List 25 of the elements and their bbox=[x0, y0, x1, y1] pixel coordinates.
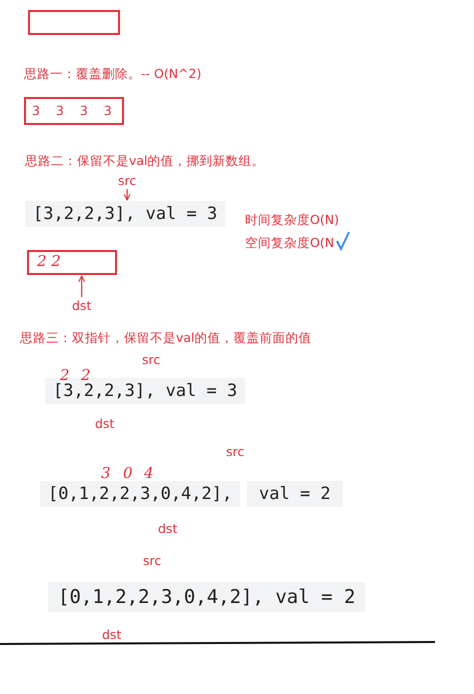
code-snippet: [0,1,2,2,3,0,4,2], bbox=[40, 481, 240, 507]
pointer-label: dst bbox=[72, 298, 92, 313]
pointer-label: dst bbox=[102, 627, 122, 642]
pointer-label: dst bbox=[95, 416, 114, 431]
note: 时间复杂度O(N) bbox=[245, 212, 339, 229]
handwritten-digit: 0 bbox=[123, 464, 133, 482]
empty-box bbox=[28, 10, 120, 35]
heading: 思路二：保留不是val的值，挪到新数组。 bbox=[25, 153, 265, 170]
array-box: 3 3 3 3 bbox=[24, 97, 124, 125]
pointer-label: src bbox=[143, 553, 162, 568]
handwritten-digit: 3 bbox=[101, 464, 111, 482]
array-box: 2 2 bbox=[27, 250, 117, 275]
pointer-label: src bbox=[142, 352, 160, 367]
note: 空间复杂度O(N bbox=[245, 235, 334, 252]
pointer-label: src bbox=[226, 444, 244, 459]
arrow bbox=[78, 275, 86, 297]
code-snippet: [3,2,2,3], val = 3 bbox=[25, 201, 226, 227]
code-snippet: val = 2 bbox=[247, 481, 343, 507]
code-snippet: [0,1,2,2,3,0,4,2], val = 2 bbox=[48, 582, 366, 612]
heading: 思路三：双指针，保留不是val的值，覆盖前面的值 bbox=[20, 330, 312, 347]
pointer-label: dst bbox=[158, 521, 178, 536]
pointer-label: src bbox=[118, 173, 136, 188]
handwritten-digit: 4 bbox=[144, 464, 154, 482]
arrow bbox=[124, 189, 131, 201]
heading: 思路一：覆盖删除。-- O(N^2) bbox=[24, 66, 202, 83]
